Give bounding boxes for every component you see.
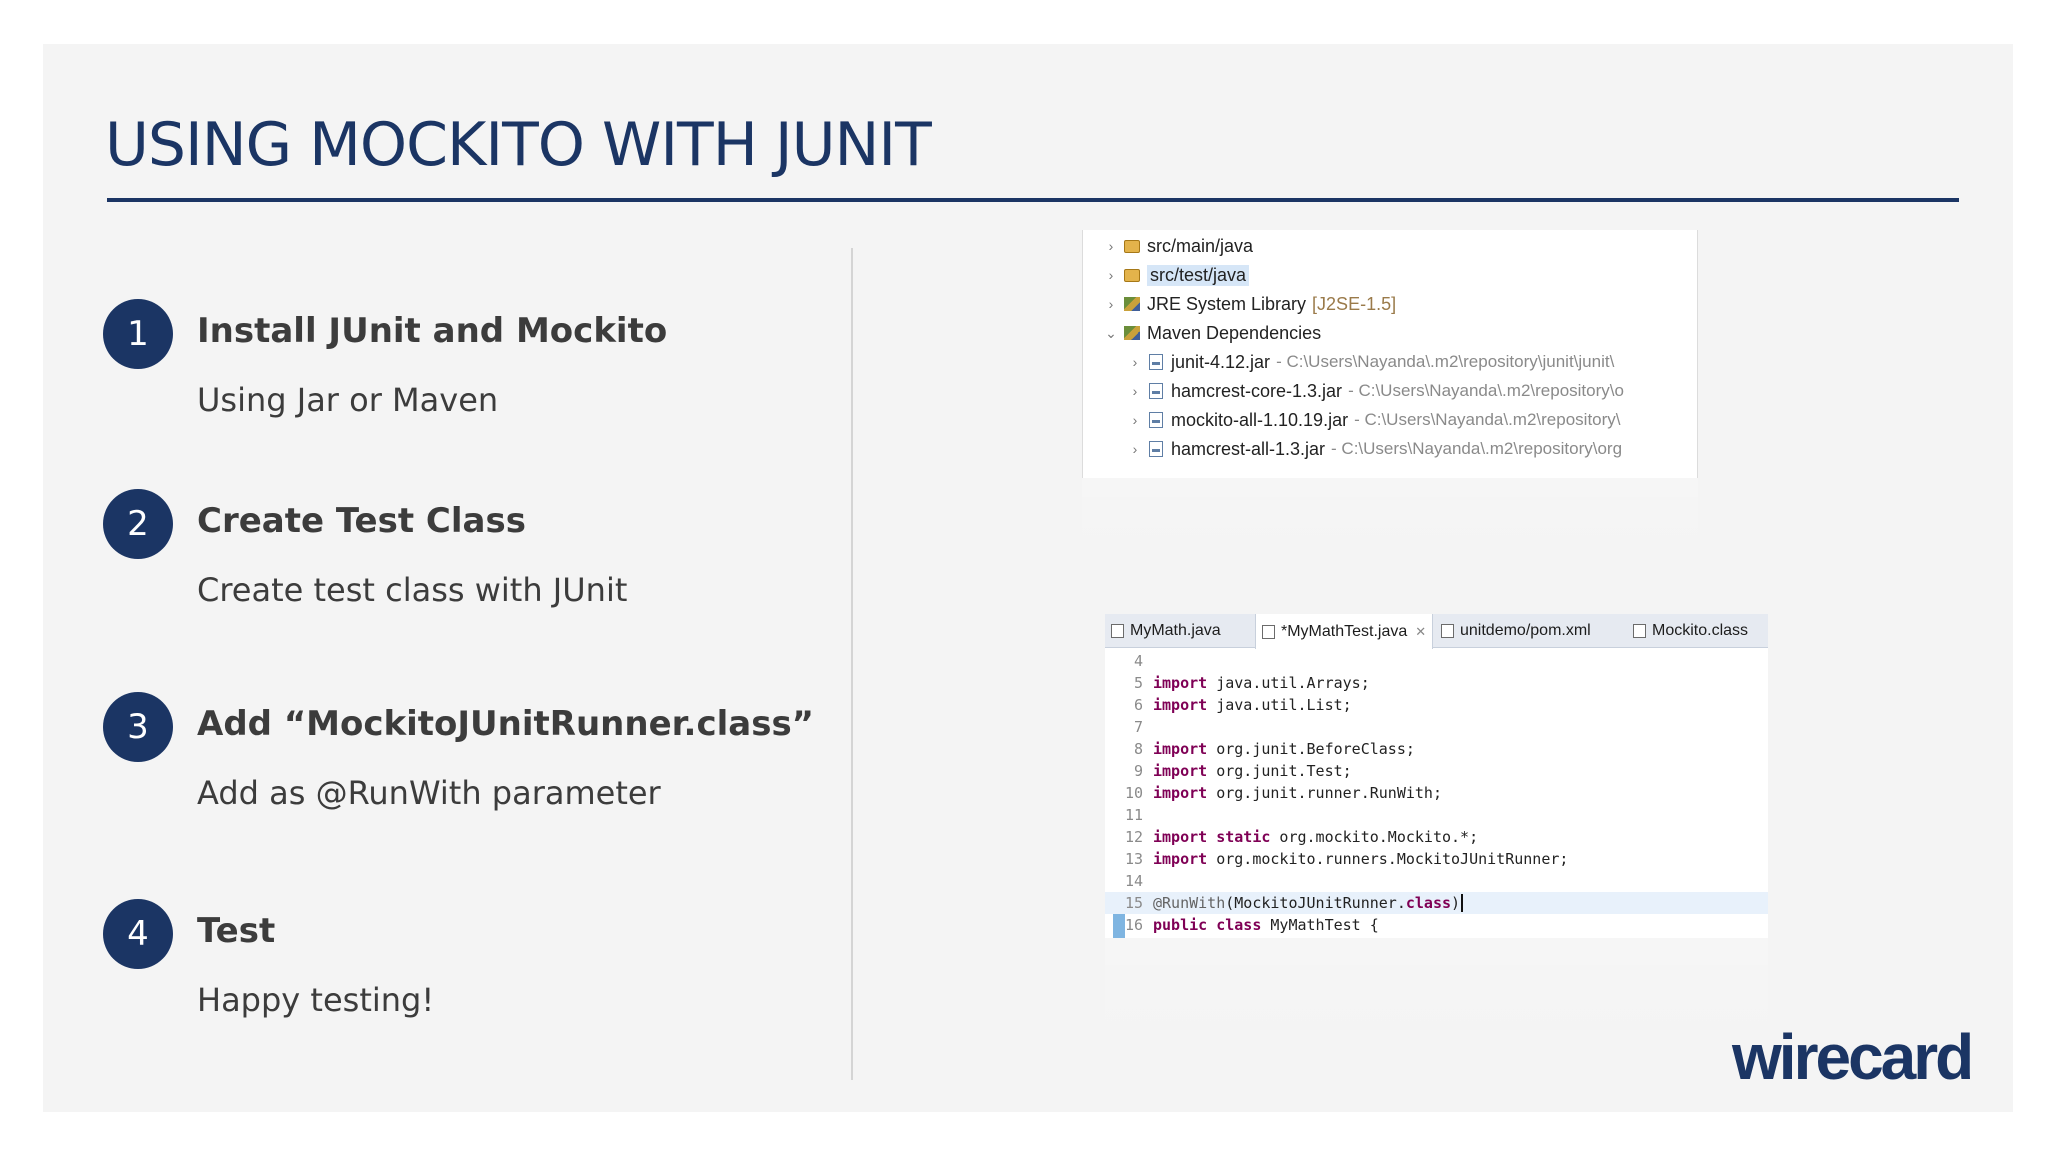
code-line: 14 [1124, 872, 1143, 890]
tree-item-jar: › junit-4.12.jar - C:\Users\Nayanda\.m2\… [1127, 348, 1615, 376]
column-divider [851, 248, 853, 1080]
jar-icon [1145, 412, 1167, 428]
tree-item-jre-library: › JRE System Library [J2SE-1.5] [1103, 290, 1396, 318]
tab-label: unitdemo/pom.xml [1460, 622, 1591, 639]
slide: USING MOCKITO WITH JUNIT 1 Install JUnit… [43, 44, 2013, 1112]
step-number-badge: 3 [103, 692, 173, 762]
tree-item-detail: - C:\Users\Nayanda\.m2\repository\junit\… [1276, 352, 1615, 371]
code-line: 7 [1133, 718, 1143, 736]
source-folder-icon [1121, 267, 1143, 283]
java-file-icon [1262, 624, 1275, 639]
chevron-right-icon: › [1108, 296, 1114, 312]
jar-icon [1145, 354, 1167, 370]
library-icon [1121, 325, 1143, 341]
chevron-right-icon: › [1108, 238, 1114, 254]
tree-item-detail: - C:\Users\Nayanda\.m2\repository\org [1331, 439, 1623, 458]
step-number-badge: 4 [103, 899, 173, 969]
tree-item-jar: › hamcrest-all-1.3.jar - C:\Users\Nayand… [1127, 435, 1622, 463]
change-marker [1113, 914, 1125, 938]
title-underline [107, 198, 1959, 202]
tree-item-label: JRE System Library [1147, 293, 1307, 314]
tab-label: *MyMathTest.java [1281, 622, 1408, 640]
tree-item-src-test-java: › src/test/java [1103, 261, 1250, 289]
chevron-right-icon: › [1132, 412, 1138, 428]
project-tree-screenshot: › src/main/java › src/test/java › JRE Sy… [1082, 230, 1698, 478]
step-title: Test [197, 911, 276, 951]
library-icon [1121, 296, 1143, 312]
tree-item-label: mockito-all-1.10.19.jar [1171, 409, 1349, 430]
tree-item-src-main-java: › src/main/java [1103, 232, 1253, 260]
tree-item-label: hamcrest-all-1.3.jar [1171, 438, 1326, 459]
step-title: Add “MockitoJUnitRunner.class” [197, 704, 815, 744]
step-subtitle: Using Jar or Maven [197, 381, 499, 419]
tree-item-label: src/test/java [1147, 264, 1250, 286]
tree-item-jar: › mockito-all-1.10.19.jar - C:\Users\Nay… [1127, 406, 1621, 434]
source-folder-icon [1121, 238, 1143, 254]
tab-mymath-java: MyMath.java [1105, 614, 1227, 648]
tree-item-label: Maven Dependencies [1147, 322, 1322, 343]
slide-title: USING MOCKITO WITH JUNIT [105, 110, 932, 180]
jar-icon [1145, 383, 1167, 399]
tab-pom-xml: unitdemo/pom.xml [1435, 614, 1597, 648]
wirecard-logo: wirecard [1732, 1021, 1974, 1093]
code-line: 4 [1133, 652, 1143, 670]
step-title: Create Test Class [197, 501, 526, 541]
chevron-right-icon: › [1132, 383, 1138, 399]
step-subtitle: Happy testing! [197, 981, 435, 1019]
tree-item-label: hamcrest-core-1.3.jar [1171, 380, 1343, 401]
chevron-right-icon: › [1108, 267, 1114, 283]
code-line-runwith: 15@RunWith(MockitoJUnitRunner.class) [1105, 892, 1768, 914]
code-editor-screenshot: MyMath.java *MyMathTest.java ✕ unitdemo/… [1105, 614, 1768, 938]
tree-item-detail: [J2SE-1.5] [1312, 293, 1397, 314]
tree-item-label: junit-4.12.jar [1171, 351, 1271, 372]
chevron-right-icon: › [1132, 354, 1138, 370]
step-subtitle: Add as @RunWith parameter [197, 774, 661, 812]
tree-item-detail: - C:\Users\Nayanda\.m2\repository\o [1348, 381, 1624, 400]
java-file-icon [1111, 624, 1124, 638]
jar-icon [1145, 441, 1167, 457]
tab-label: MyMath.java [1130, 622, 1221, 639]
class-file-icon [1633, 624, 1646, 638]
chevron-down-icon: ⌄ [1105, 324, 1117, 341]
step-number-badge: 2 [103, 489, 173, 559]
tab-mockito-class: Mockito.class [1627, 614, 1754, 648]
xml-file-icon [1441, 624, 1454, 638]
tab-mymathtest-java: *MyMathTest.java ✕ [1255, 614, 1434, 649]
chevron-right-icon: › [1132, 441, 1138, 457]
tree-item-label: src/main/java [1147, 235, 1254, 256]
code-line: 11 [1124, 806, 1143, 824]
tree-item-jar: › hamcrest-core-1.3.jar - C:\Users\Nayan… [1127, 377, 1624, 405]
tab-label: Mockito.class [1652, 622, 1749, 639]
step-title: Install JUnit and Mockito [197, 311, 668, 351]
editor-tab-bar: MyMath.java *MyMathTest.java ✕ unitdemo/… [1105, 614, 1768, 649]
close-icon: ✕ [1415, 623, 1427, 639]
text-caret [1461, 894, 1464, 912]
step-number-badge: 1 [103, 299, 173, 369]
step-subtitle: Create test class with JUnit [197, 571, 628, 609]
tree-item-detail: - C:\Users\Nayanda\.m2\repository\ [1354, 410, 1621, 429]
tree-item-maven-dependencies: ⌄ Maven Dependencies [1103, 319, 1321, 347]
